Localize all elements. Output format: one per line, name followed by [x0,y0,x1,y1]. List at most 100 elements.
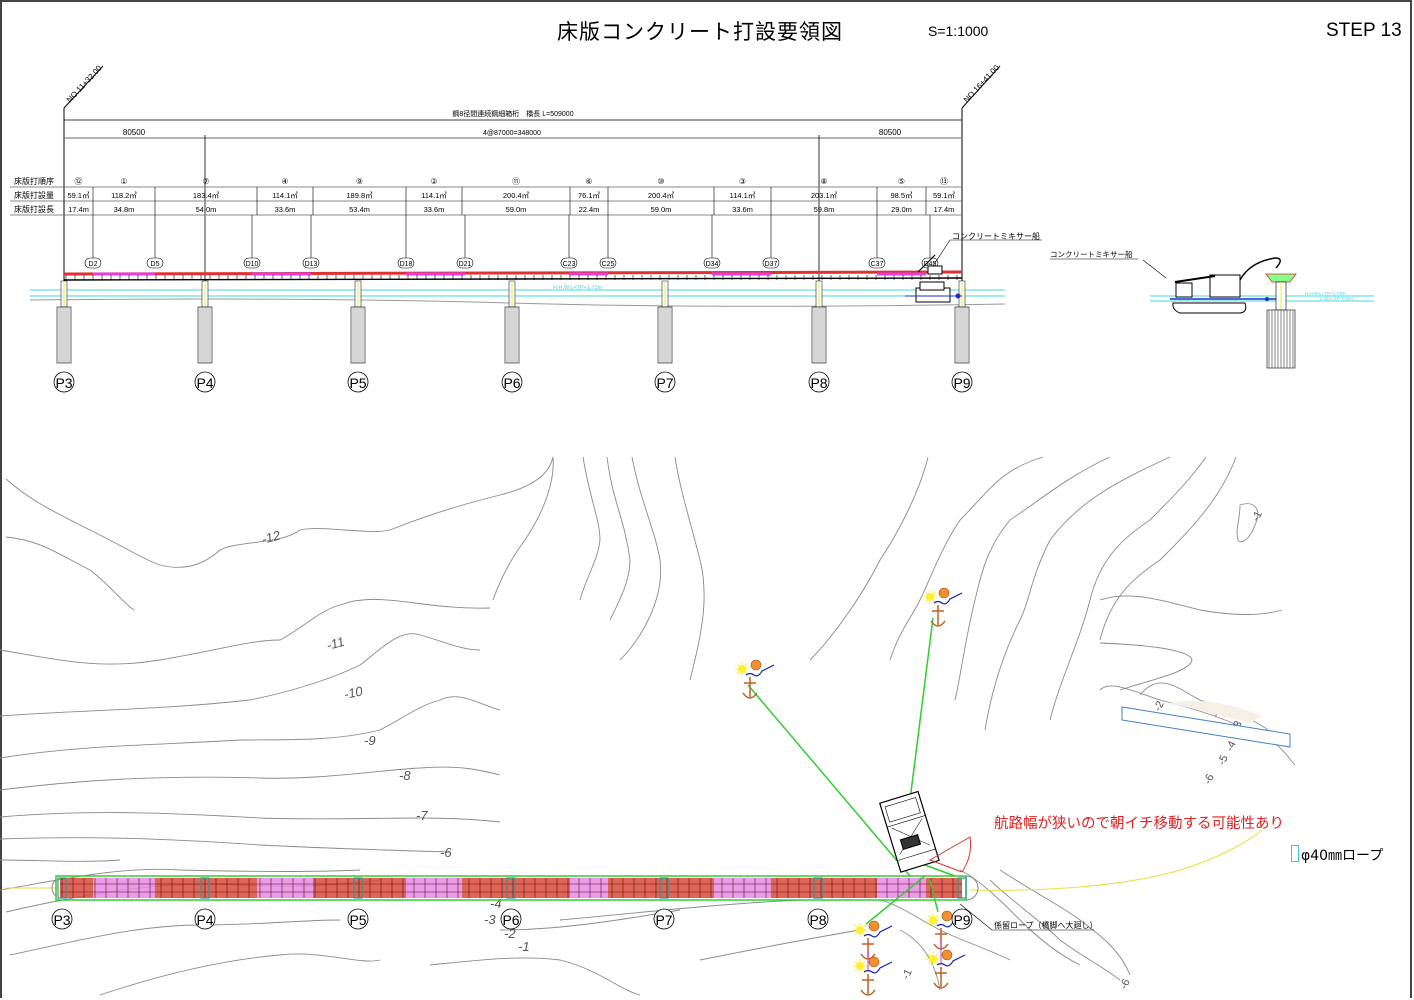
water-level-label: H.H.W.L=TP+1.73m [553,285,603,291]
pier-label-circle [500,908,522,930]
existing-jetty [1121,700,1291,748]
buoy-icon [868,956,880,968]
buoy-icon [941,910,953,922]
contour-label: -5 [1216,753,1231,767]
table-cell-volume: 200.4㎥ [503,191,530,200]
joint-marker [302,257,320,269]
table-cell-length: 17.4m [934,205,955,214]
table-cell-order: ⑩ [657,177,664,186]
buoy-icon [938,587,950,599]
pier-label-circle [501,371,523,393]
bridge-deck [63,270,963,281]
table-cell-order: ③ [739,177,746,186]
contour-label: -3 [484,912,496,927]
table-cell-order: ④ [281,177,288,186]
table-cell-volume: 114.1㎥ [272,191,298,200]
pier-pile [197,306,213,364]
pier-label: P8 [810,375,827,391]
contour-label: -1 [518,939,530,954]
table-cell-volume: 114.1㎥ [421,191,447,200]
pier-label-circle [951,371,973,393]
pier-label: P4 [196,375,213,391]
contour-label-group: -12 -11 -10 -9 -8 -7 -6 -4 -3 -2 -1 [260,527,530,954]
pier-label: P6 [503,375,520,391]
table-cell-order: ⑤ [898,177,905,186]
slab-segment [93,878,155,898]
table-cell-order: ① [120,177,127,186]
slab-segment [570,878,608,898]
overall-dim-label: 鋼8径間連続鋼細箱桁 橋長 L=509000 [452,109,573,118]
side-water-label-high: H.H.W.L=TP+1.73m [1305,291,1346,296]
contour-label: -6 [1202,772,1217,786]
table-cell-length: 29.0m [891,205,912,214]
pier-label-circle [807,908,829,930]
joint-marker [599,257,617,269]
table-cell-volume: 200.4㎥ [648,191,675,200]
contour-label: -12 [260,527,283,547]
joint-label: C37 [871,261,884,268]
anchor-icon [930,605,946,627]
table-cell-length: 33.6m [275,205,296,214]
table-cell-order: ⑦ [202,177,209,186]
boom-swing-arc [928,836,971,873]
pier-label-circle [51,908,73,930]
buoy-rope [936,915,966,928]
anchor-icon [742,677,758,699]
span-dim-1: 80500 [123,128,146,137]
table-cell-order: ⑨ [356,177,363,186]
table-cell-length: 54.0m [196,205,217,214]
anchor-buoy-group [735,659,775,699]
pier-label-circle [347,371,369,393]
joint-label: D13 [305,261,318,268]
joint-marker [146,257,164,269]
pier-label-circle [347,908,369,930]
mooring-rope-label: 係留ロープ（橋脚へ大廻し） [994,920,1098,930]
anchor-icon [933,967,949,989]
contour-label: -10 [343,683,365,702]
table-cell-volume: 98.5㎥ [890,191,913,200]
contour-label: -11 [325,634,346,653]
slab-segment [406,878,462,898]
pier-label-circle [654,371,676,393]
pier-label: P6 [502,912,519,928]
table-cell-volume: 114.1㎥ [730,191,756,200]
joint-label: D5 [151,261,160,268]
joint-label: D37 [765,261,778,268]
pier-label: P9 [953,912,970,928]
joint-label: C25 [602,261,615,268]
pier-label: P7 [656,375,673,391]
side-view: コンクリートミキサー船 H.H.W.L=TP+1.73m L.W.L=TP-1.… [1050,249,1374,369]
anchor-buoy-group [853,920,893,960]
joint-marker [703,257,721,269]
pier-label: P5 [349,375,366,391]
pier-label-circle [194,371,216,393]
pier-plan-mark [957,877,967,899]
pier-pile [56,306,72,364]
joint-marker [84,257,102,269]
contour-lines [0,456,1296,996]
buoy-icon [941,949,953,961]
table-cell-length: 17.4m [68,205,89,214]
pier-plan-mark [659,877,669,899]
joint-marker [868,257,886,269]
joint-label: C23 [563,261,576,268]
rope-spec-label: φ40㎜ロープ [1291,845,1383,865]
mixer-ship-elevation: コンクリートミキサー船 [905,231,1042,303]
table-cell-volume: 189.8㎥ [346,191,373,200]
table-cell-volume: 183.4㎥ [193,191,220,200]
pier-plan-mark [353,877,363,899]
joint-marker [560,257,578,269]
table-cell-length: 59.0m [506,205,527,214]
table-cell-length: 59.0m [651,205,672,214]
casting-table: 床版打順序 床版打設量 床版打設長 ⑫59.1㎥17.4m①118.2㎥34.8… [10,176,963,216]
pier-label: P8 [809,912,826,928]
scale-label: S=1:1000 [928,23,989,39]
mixer-ship-label: コンクリートミキサー船 [952,231,1040,241]
contour-label: -6 [1118,977,1133,991]
contour-label: -9 [364,733,376,748]
joint-marker [243,257,261,269]
table-cell-volume: 76.1㎥ [578,191,601,200]
pier-label-circle [951,908,973,930]
